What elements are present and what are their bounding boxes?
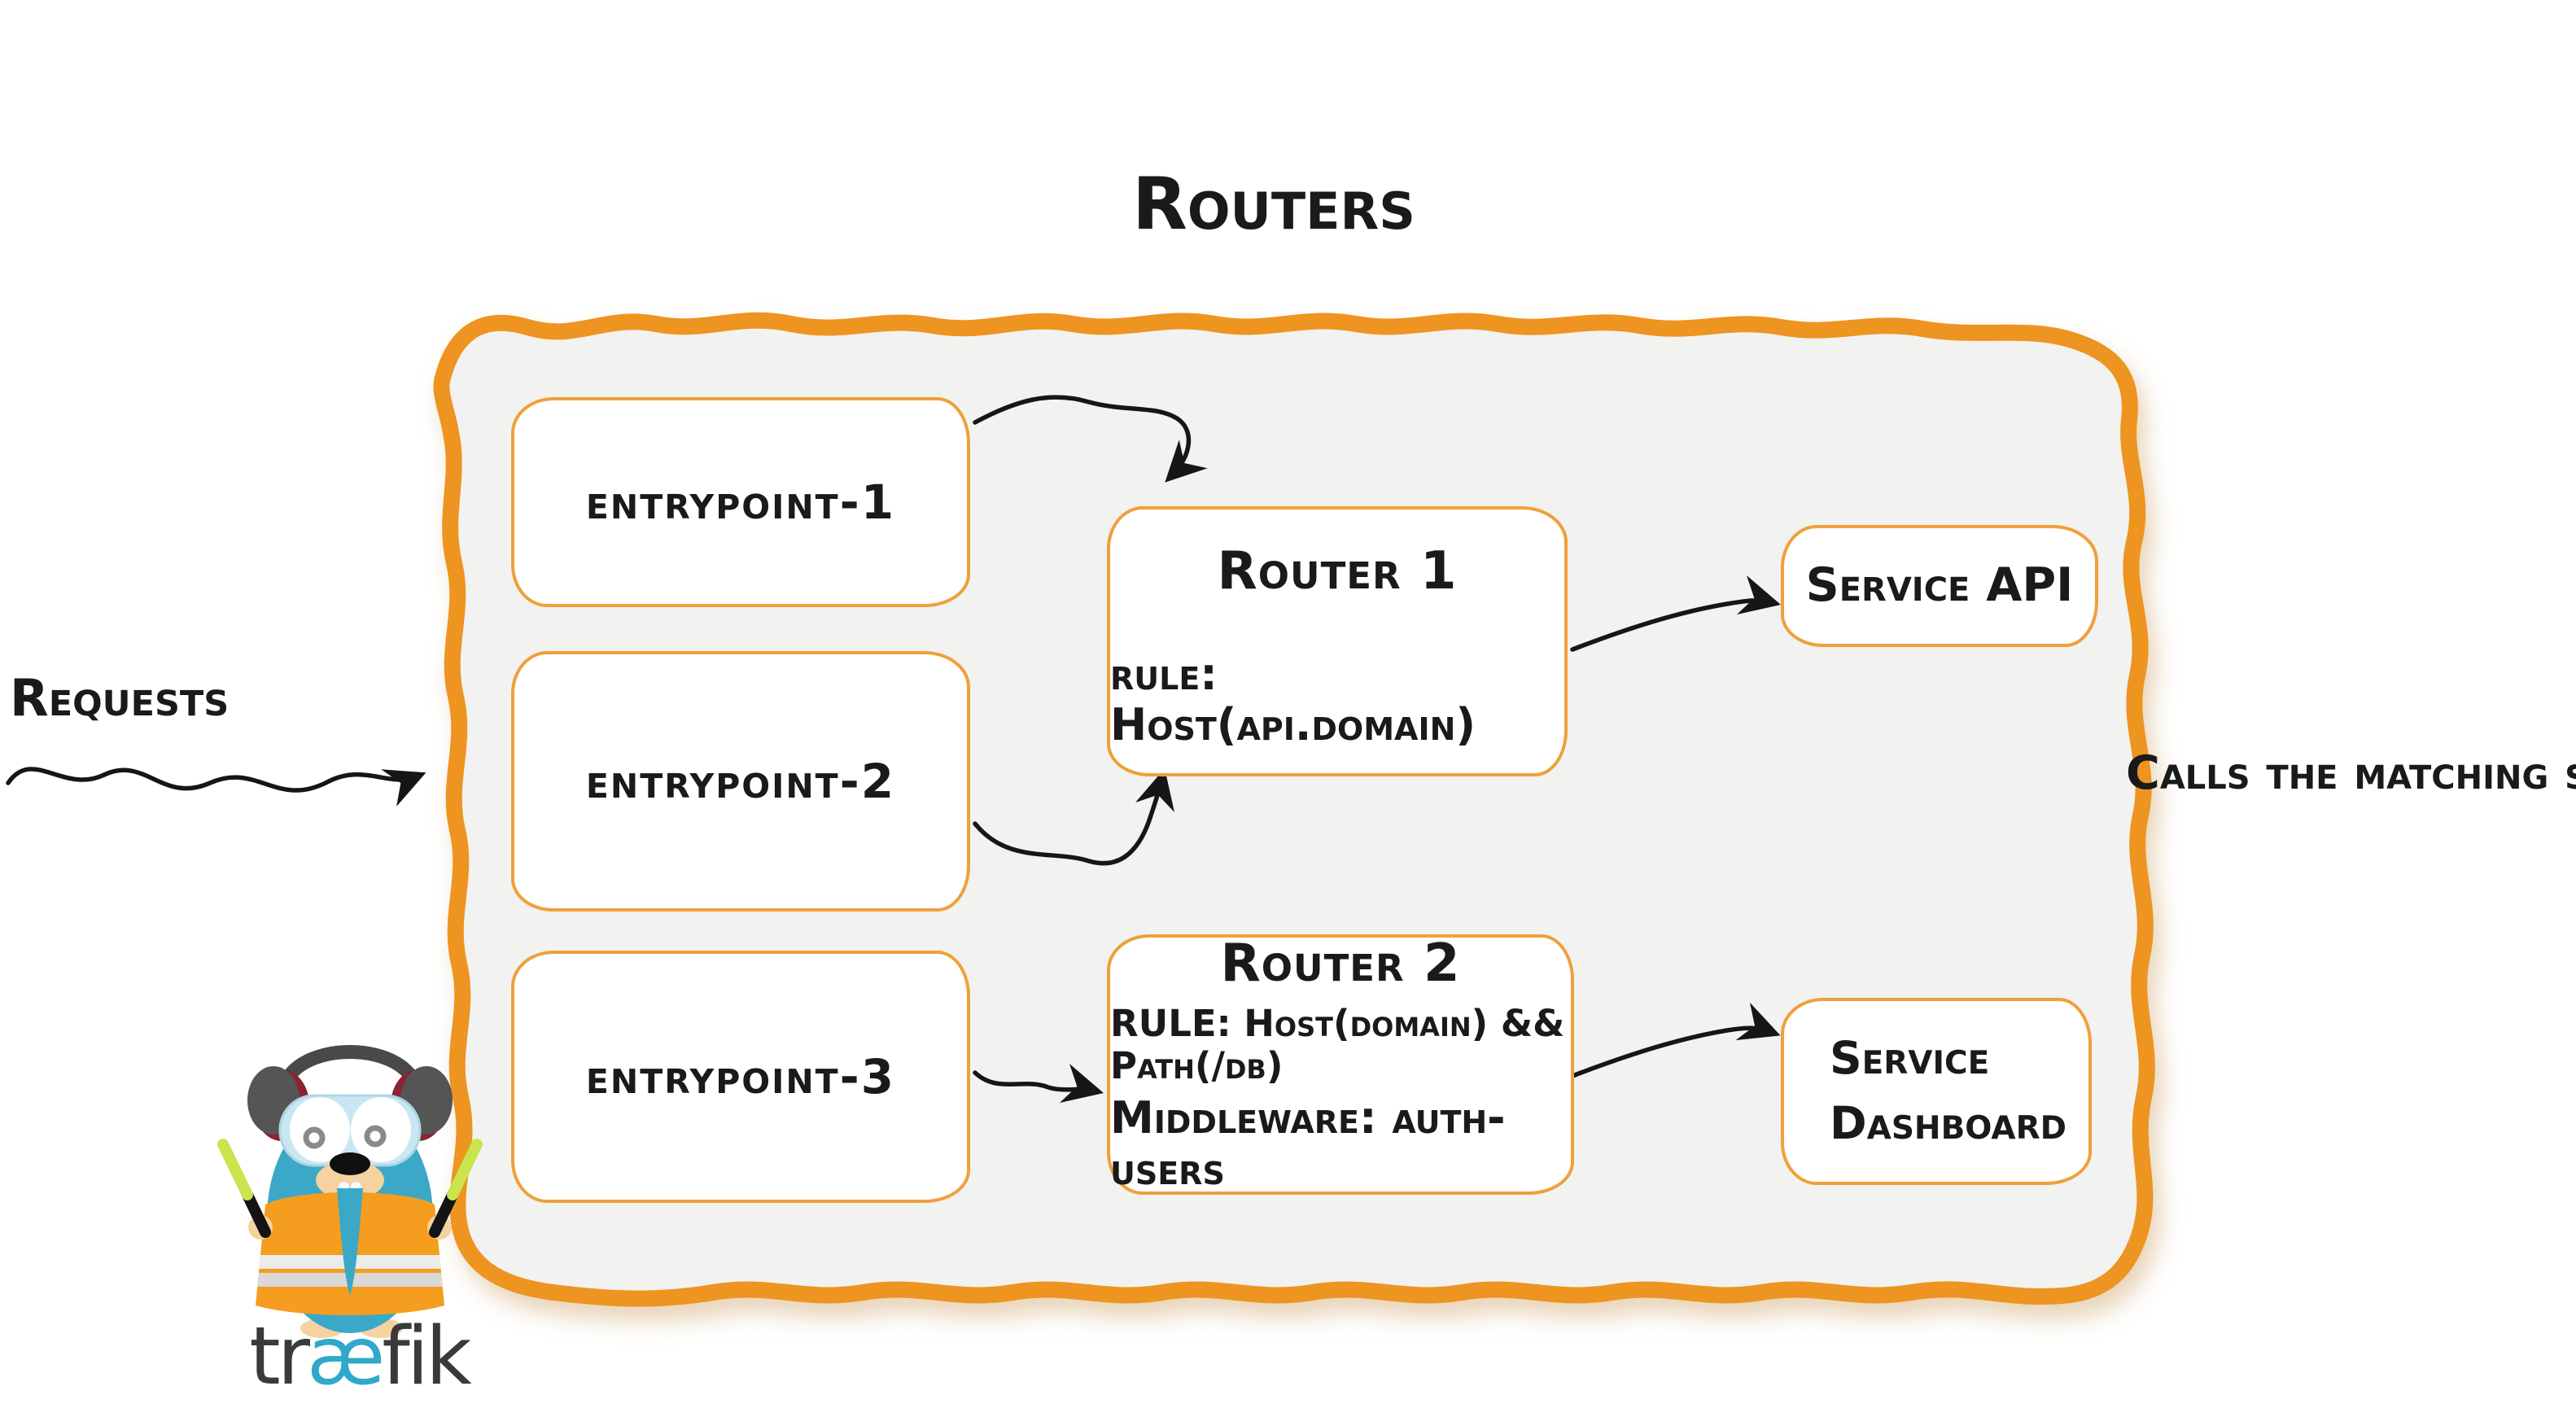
service-api-box: Service API [1781, 525, 2098, 647]
service-dashboard-line2: Dashboard [1830, 1097, 2066, 1149]
wordmark-tr: tr [249, 1310, 310, 1403]
right-baton-icon [429, 1189, 458, 1238]
router-2-title: Router 2 [1220, 934, 1461, 995]
entrypoint3-to-router2-arrow [973, 1064, 1104, 1104]
requests-arrow [6, 767, 426, 807]
entrypoint1-to-router1-arrow [973, 395, 1208, 483]
entrypoint-1-label: entrypoint-1 [585, 474, 896, 530]
traefik-wordmark: træfik [241, 1317, 477, 1397]
entrypoint-2-box: entrypoint-2 [511, 651, 970, 912]
entrypoint-3-label: entrypoint-3 [585, 1048, 896, 1104]
entrypoint-1-box: entrypoint-1 [511, 397, 970, 607]
entrypoint2-to-router1-arrow [973, 767, 1175, 866]
left-baton-icon [242, 1189, 271, 1238]
router-2-box: Router 2 RULE: Host(domain) && Path(/db)… [1107, 934, 1574, 1195]
service-dashboard-box: Service Dashboard [1781, 998, 2092, 1185]
requests-label: Requests [10, 668, 230, 728]
router1-to-serviceapi-arrow [1570, 575, 1782, 652]
router-2-rule: RULE: Host(domain) && Path(/db) [1110, 1001, 1565, 1087]
router-1-title: Router 1 [1217, 541, 1458, 601]
calls-matching-server-label: Calls the matching server [2126, 746, 2576, 800]
wordmark-fik: fik [382, 1310, 472, 1403]
service-api-label: Service API [1805, 558, 2074, 613]
diagram-title: Routers [1132, 162, 1415, 246]
traefik-gopher-mascot [217, 1045, 483, 1338]
entrypoint-3-box: entrypoint-3 [511, 951, 970, 1203]
service-dashboard-line1: Service [1830, 1032, 1990, 1085]
router-1-rule: rule: Host(api.domain) [1110, 648, 1476, 750]
router-1-box: Router 1 rule: Host(api.domain) [1107, 506, 1568, 776]
router2-to-servicedashboard-arrow [1570, 1002, 1781, 1078]
entrypoint-2-label: entrypoint-2 [585, 753, 896, 809]
wordmark-ae: æ [307, 1310, 385, 1403]
router-2-middleware: Middleware: auth-users [1110, 1092, 1506, 1195]
